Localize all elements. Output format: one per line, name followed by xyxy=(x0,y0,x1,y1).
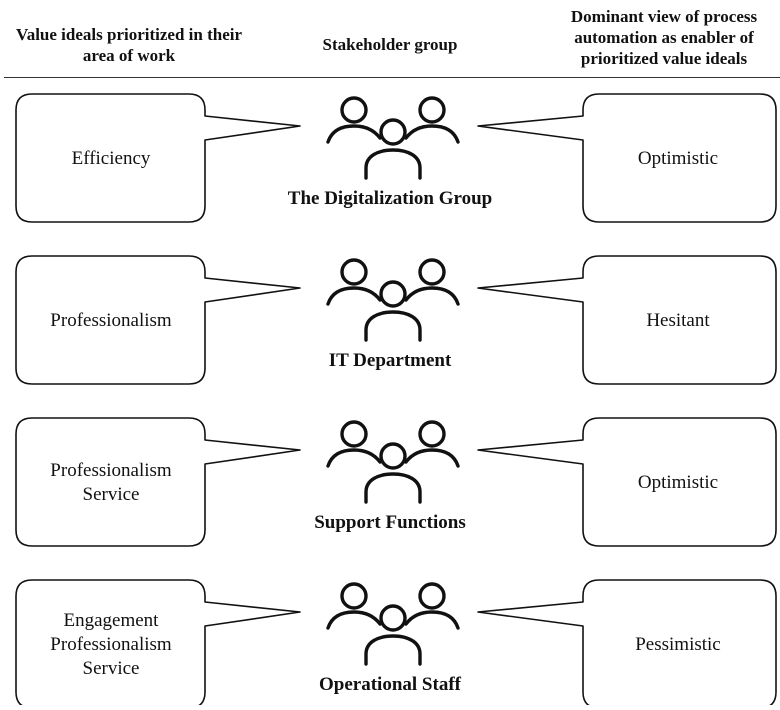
dominant-view-text: Optimistic xyxy=(637,472,719,493)
stakeholder-group-name: Operational Staff xyxy=(319,674,461,695)
stakeholder-icon xyxy=(322,418,462,504)
value-ideal: Efficiency xyxy=(71,148,151,169)
dominant-view-text: Pessimistic xyxy=(635,634,721,655)
value-ideal: Service xyxy=(82,484,140,505)
value-ideals-text: Efficiency xyxy=(16,94,206,224)
stakeholder-icon xyxy=(322,580,462,666)
value-ideal: Engagement xyxy=(63,610,159,631)
header-dominant-view: Dominant view of process automation as e… xyxy=(570,7,758,68)
value-ideals-bubble xyxy=(15,417,301,547)
stakeholder-group-name: Support Functions xyxy=(314,512,466,533)
dominant-view-text: Optimistic xyxy=(637,148,719,169)
value-ideal: Service xyxy=(82,658,140,679)
dominant-view-bubble xyxy=(477,93,777,223)
value-ideals-text: Professionalism xyxy=(16,256,206,386)
value-ideals-bubble xyxy=(15,579,301,705)
header-rule xyxy=(4,77,780,78)
stakeholder-icon xyxy=(322,94,462,180)
people-group-icon xyxy=(326,420,460,504)
value-ideal: Professionalism xyxy=(50,460,172,481)
header-value-ideals: Value ideals prioritized in their area o… xyxy=(15,25,243,65)
stakeholder-group-name: IT Department xyxy=(328,350,452,371)
stakeholder-group-name: The Digitalization Group xyxy=(287,188,493,209)
people-group-icon xyxy=(326,258,460,342)
value-ideal: Professionalism xyxy=(50,310,172,331)
header-stakeholder-group: Stakeholder group xyxy=(322,35,458,54)
dominant-view-bubble xyxy=(477,417,777,547)
people-group-icon xyxy=(326,582,460,666)
value-ideal: Professionalism xyxy=(50,634,172,655)
dominant-view-bubble xyxy=(477,579,777,705)
dominant-view-bubble xyxy=(477,255,777,385)
dominant-view-text: Hesitant xyxy=(646,310,710,331)
value-ideals-bubble xyxy=(15,255,301,385)
stakeholder-icon xyxy=(322,256,462,342)
stakeholder-row: Professionalism IT Department Hesitant xyxy=(0,256,780,386)
value-ideals-bubble xyxy=(15,93,301,223)
people-group-icon xyxy=(326,96,460,180)
